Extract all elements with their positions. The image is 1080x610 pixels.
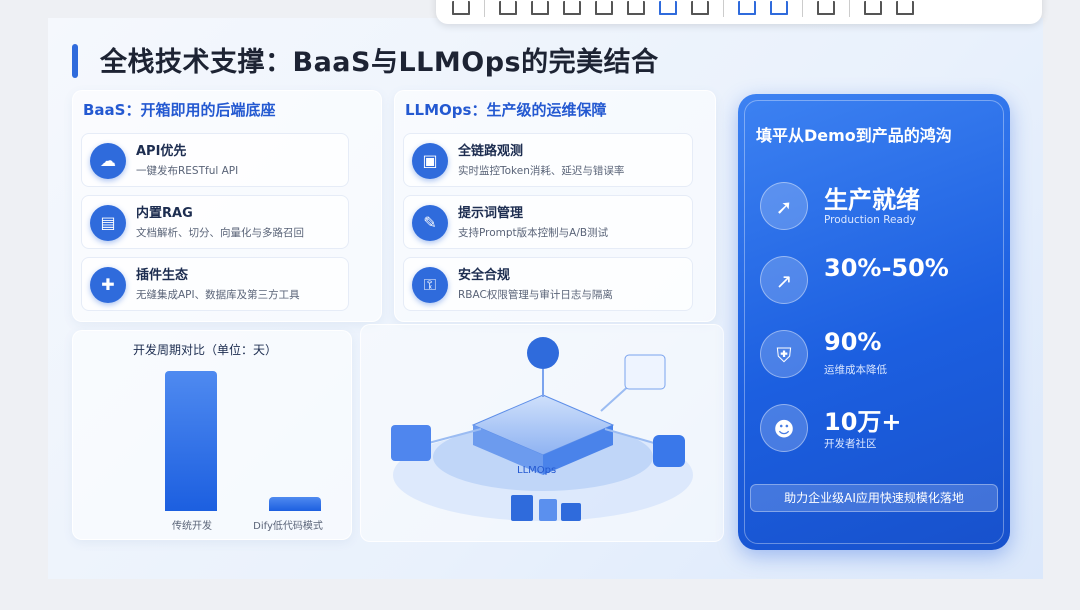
hub-label: LLMOps bbox=[517, 465, 557, 476]
bar-1[interactable] bbox=[165, 371, 217, 511]
item-desc: 文档解析、切分、向量化与多路召回 bbox=[136, 227, 304, 239]
stat-desc: 开发者社区 bbox=[824, 438, 877, 450]
list-item[interactable]: ⚿ 安全合规 RBAC权限管理与审计日志与隔离 bbox=[403, 257, 693, 311]
list-item[interactable]: ▣ 全链路观测 实时监控Token消耗、延迟与错误率 bbox=[403, 133, 693, 187]
stat-item[interactable]: ➚ 生产就绪 Production Ready bbox=[756, 178, 996, 236]
rotate-icon[interactable] bbox=[691, 1, 709, 15]
toolbar-divider bbox=[802, 0, 803, 17]
architecture-illustration[interactable]: LLMOps bbox=[360, 324, 724, 542]
slide-canvas[interactable]: 全栈技术支撑：BaaS与LLMOps的完美结合 BaaS：开箱即用的后端底座 ☁… bbox=[48, 18, 1043, 579]
stat-item[interactable]: ↗ 30%-50% bbox=[756, 252, 996, 310]
item-desc: 实时监控Token消耗、延迟与错误率 bbox=[458, 165, 625, 177]
stat-desc: 运维成本降低 bbox=[824, 364, 887, 376]
group-icon[interactable] bbox=[817, 1, 835, 15]
isometric-platform-graphic bbox=[391, 337, 693, 521]
align-middle-icon[interactable] bbox=[627, 1, 645, 15]
legend-label: 传统开发 bbox=[172, 521, 212, 532]
floating-toolbar bbox=[436, 0, 1042, 24]
chart-title[interactable]: 开发周期对比（单位：天） bbox=[133, 343, 278, 357]
rocket-icon: ➚ bbox=[760, 182, 808, 230]
document-icon: ✎ bbox=[412, 205, 448, 241]
item-desc: RBAC权限管理与审计日志与隔离 bbox=[458, 289, 613, 301]
page-title[interactable]: 全栈技术支撑：BaaS与LLMOps的完美结合 bbox=[100, 47, 659, 78]
lock-icon: ⚿ bbox=[412, 267, 448, 303]
selection-handle[interactable] bbox=[72, 44, 78, 78]
highlight-card[interactable]: 填平从Demo到产品的鸿沟 ➚ 生产就绪 Production Ready ↗ … bbox=[738, 94, 1010, 550]
cloud-icon: ☁ bbox=[90, 143, 126, 179]
llmops-heading[interactable]: LLMOps：生产级的运维保障 bbox=[405, 101, 607, 119]
item-title: 安全合规 bbox=[458, 268, 511, 283]
llmops-panel[interactable]: LLMOps：生产级的运维保障 ▣ 全链路观测 实时监控Token消耗、延迟与错… bbox=[394, 90, 716, 322]
item-title: API优先 bbox=[136, 144, 187, 159]
distribute-vertical-icon[interactable] bbox=[770, 1, 788, 15]
list-item[interactable]: ▤ 内置RAG 文档解析、切分、向量化与多路召回 bbox=[81, 195, 349, 249]
toolbar-divider bbox=[723, 0, 724, 17]
list-item[interactable]: ☁ API优先 一键发布RESTful API bbox=[81, 133, 349, 187]
stat-desc: Production Ready bbox=[824, 214, 916, 226]
stat-item[interactable]: ☻ 10万+ 开发者社区 bbox=[756, 400, 996, 458]
list-item[interactable]: ✎ 提示词管理 支持Prompt版本控制与A/B测试 bbox=[403, 195, 693, 249]
database-icon: ▤ bbox=[90, 205, 126, 241]
comparison-chart-panel[interactable]: 开发周期对比（单位：天） 传统开发 Dify低代码模式 bbox=[72, 330, 352, 540]
item-title: 全链路观测 bbox=[458, 144, 524, 159]
list-item[interactable]: ✚ 插件生态 无缝集成API、数据库及第三方工具 bbox=[81, 257, 349, 311]
align-bottom-icon[interactable] bbox=[659, 1, 677, 15]
align-left-icon[interactable] bbox=[499, 1, 517, 15]
stat-item[interactable]: ⛨ 90% 运维成本降低 bbox=[756, 326, 996, 384]
align-center-icon[interactable] bbox=[531, 1, 549, 15]
bar-area bbox=[73, 361, 353, 511]
stat-value: 90% bbox=[824, 328, 882, 356]
baas-panel[interactable]: BaaS：开箱即用的后端底座 ☁ API优先 一键发布RESTful API ▤… bbox=[72, 90, 382, 322]
toolbar-divider bbox=[849, 0, 850, 17]
image-icon[interactable] bbox=[452, 1, 470, 15]
monitor-icon: ▣ bbox=[412, 143, 448, 179]
item-desc: 支持Prompt版本控制与A/B测试 bbox=[458, 227, 609, 239]
align-top-icon[interactable] bbox=[595, 1, 613, 15]
item-title: 内置RAG bbox=[136, 206, 193, 221]
stat-value: 生产就绪 bbox=[824, 186, 920, 214]
item-title: 插件生态 bbox=[136, 268, 189, 283]
users-icon: ☻ bbox=[760, 404, 808, 452]
toolbar-divider bbox=[484, 0, 485, 17]
shield-icon: ⛨ bbox=[760, 330, 808, 378]
align-right-icon[interactable] bbox=[563, 1, 581, 15]
item-title: 提示词管理 bbox=[458, 206, 524, 221]
layer-icon[interactable] bbox=[864, 1, 882, 15]
highlight-footer[interactable]: 助力企业级AI应用快速规模化落地 bbox=[750, 484, 998, 512]
bar-2[interactable] bbox=[269, 497, 321, 511]
highlight-heading[interactable]: 填平从Demo到产品的鸿沟 bbox=[756, 126, 952, 145]
distribute-horizontal-icon[interactable] bbox=[738, 1, 756, 15]
stat-value: 10万+ bbox=[824, 408, 902, 436]
item-desc: 一键发布RESTful API bbox=[136, 165, 239, 177]
chart-icon: ↗ bbox=[760, 256, 808, 304]
item-desc: 无缝集成API、数据库及第三方工具 bbox=[136, 289, 300, 301]
stat-value: 30%-50% bbox=[824, 254, 949, 282]
legend-label: Dify低代码模式 bbox=[253, 521, 323, 532]
more-icon[interactable] bbox=[896, 1, 914, 15]
baas-heading[interactable]: BaaS：开箱即用的后端底座 bbox=[83, 101, 276, 119]
puzzle-icon: ✚ bbox=[90, 267, 126, 303]
